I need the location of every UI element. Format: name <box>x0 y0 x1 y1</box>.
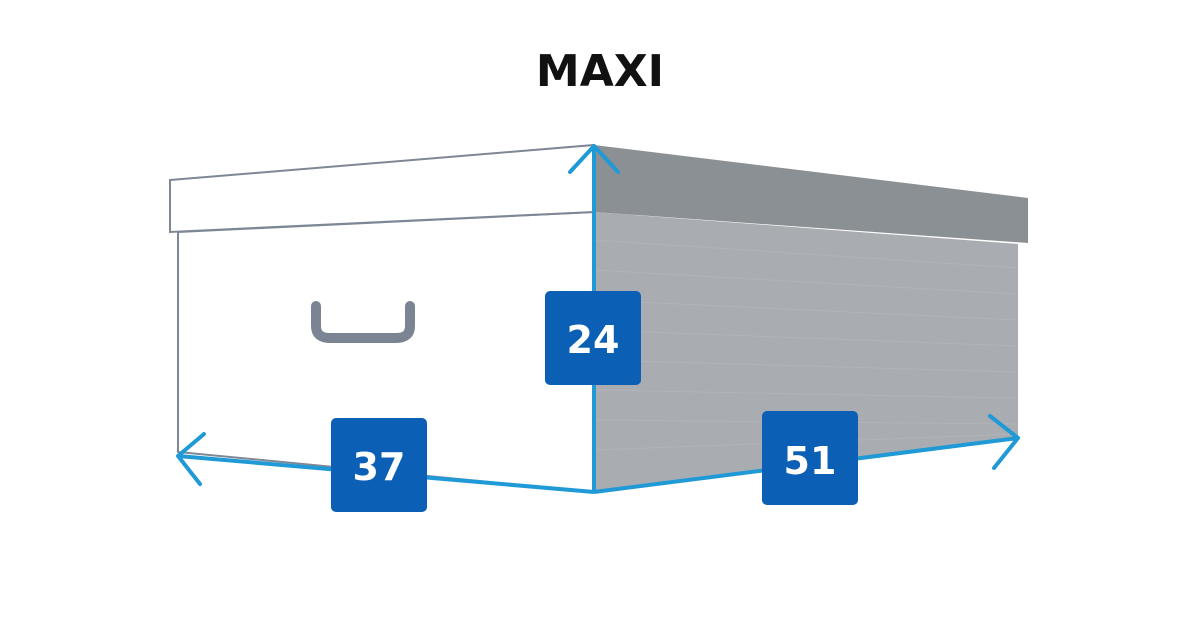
height-badge: 24 <box>545 291 641 385</box>
height-value: 24 <box>567 318 620 362</box>
height-arrowhead-icon <box>568 144 620 174</box>
width-badge: 51 <box>762 411 858 505</box>
depth-badge: 37 <box>331 418 427 512</box>
width-value: 51 <box>784 439 837 483</box>
box-title: MAXI <box>535 46 665 97</box>
handle-icon <box>311 301 415 343</box>
depth-value: 37 <box>353 445 406 489</box>
depth-arrowhead-icon <box>176 432 206 486</box>
width-arrowhead-icon <box>988 414 1020 470</box>
lid-side-face <box>594 145 1028 243</box>
box-side-face <box>594 212 1018 492</box>
